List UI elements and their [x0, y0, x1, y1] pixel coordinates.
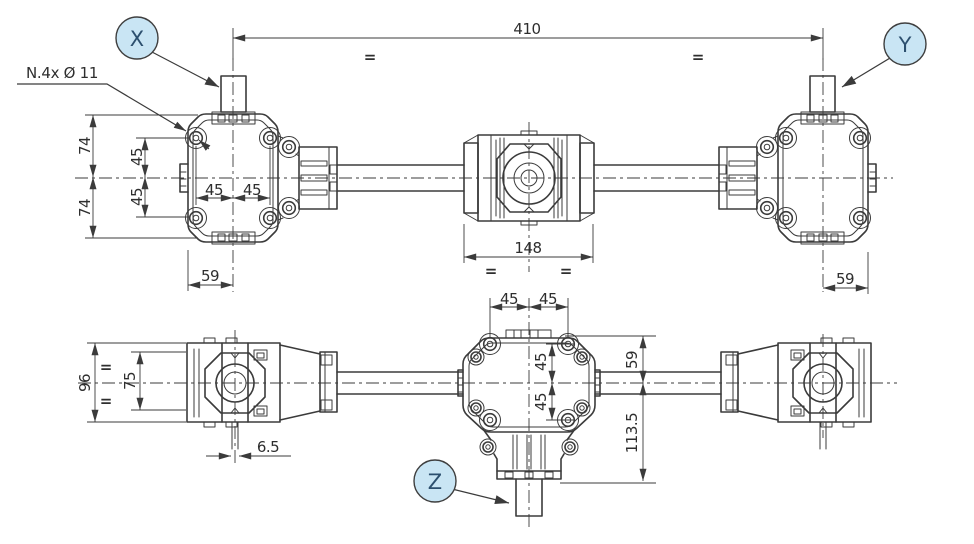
hole-note-counter-arrow	[198, 139, 211, 151]
dimension-lines	[89, 34, 868, 481]
dim-bc-45-up: 45	[532, 353, 550, 371]
callout-z-bubble	[413, 459, 457, 503]
dim-tl-45-left: 45	[205, 181, 223, 199]
dim-bc-45-left: 45	[500, 290, 518, 308]
hole-note-text: N.4x Ø 11	[26, 64, 98, 82]
dimension-texts: 410 74 74 45 45 45 45 59 148 59 96 75 6.…	[76, 20, 855, 456]
callout-y-arrow	[841, 57, 891, 88]
dim-tl-45-bottom: 45	[128, 188, 146, 206]
hole-note-leader	[17, 83, 187, 132]
callout-y-bubble	[883, 22, 927, 66]
gearbox-bottom-left-view	[186, 337, 338, 450]
callout-z-arrow	[451, 488, 510, 505]
callout-y-label: Y	[898, 33, 912, 57]
drive-shafts-top-view	[336, 164, 720, 192]
dim-tl-74-top: 74	[76, 137, 94, 155]
callout-x-label: X	[130, 27, 144, 51]
center-lines	[75, 58, 897, 530]
drive-shafts-bottom-view	[336, 371, 722, 395]
callout-y: Y	[841, 22, 927, 88]
dim-tl-59: 59	[201, 267, 219, 285]
equal-mark: =	[692, 48, 705, 66]
equal-mark: =	[560, 262, 573, 280]
gearbox-bottom-right-view	[720, 337, 872, 450]
callout-x: X	[115, 16, 220, 88]
dim-tl-74-bottom: 74	[76, 199, 94, 217]
equal-mark: =	[100, 392, 113, 410]
dim-tl-45-right: 45	[243, 181, 261, 199]
equality-marks: = = = = = =	[100, 48, 705, 410]
dim-tl-45-top: 45	[128, 148, 146, 166]
callout-x-arrow	[151, 51, 220, 88]
dim-bc-45-down: 45	[532, 393, 550, 411]
extension-lines	[85, 28, 869, 484]
dim-bc-45-right: 45	[539, 290, 557, 308]
dim-bl-96: 96	[76, 374, 94, 392]
dim-tr-59: 59	[836, 270, 854, 288]
dim-overall-span: 410	[513, 20, 540, 38]
equal-mark: =	[100, 358, 113, 376]
dim-bc-59: 59	[623, 351, 641, 369]
dim-bc-113-5: 113.5	[623, 413, 641, 453]
dim-bl-6-5: 6.5	[257, 438, 279, 456]
part-views	[180, 76, 876, 516]
callout-x-bubble	[115, 16, 159, 60]
hole-note: N.4x Ø 11	[17, 64, 211, 151]
callout-z-label: Z	[428, 470, 442, 494]
equal-mark: =	[364, 48, 377, 66]
gearbox-top-left-view	[180, 76, 337, 244]
equal-mark: =	[485, 262, 498, 280]
dim-bl-75: 75	[121, 372, 139, 390]
gearbox-top-right-view	[719, 76, 876, 244]
callout-z: Z	[413, 459, 510, 505]
dim-center-148: 148	[514, 239, 541, 257]
